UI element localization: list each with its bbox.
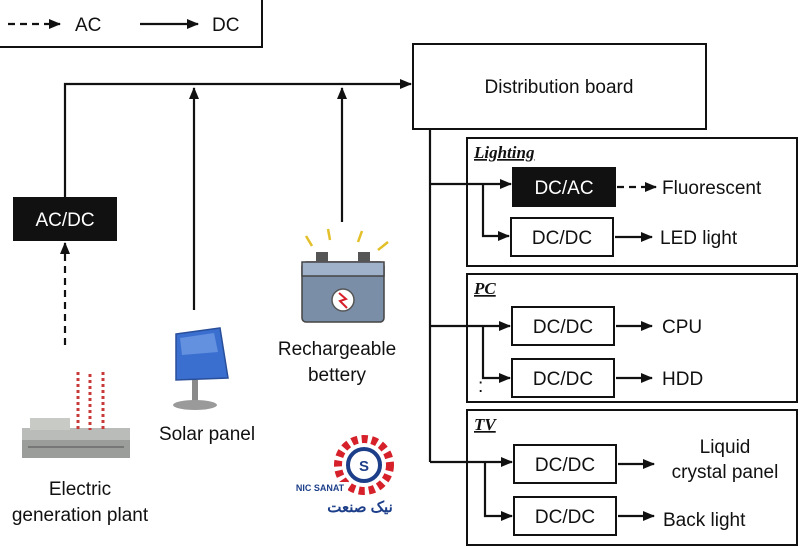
pc-group: PC DC/DC CPU DC/DC HDD : [430, 273, 798, 403]
battery-label-line1: Rechargeable [278, 339, 396, 360]
logo-latin: NIC SANAT [296, 483, 345, 493]
tv-dc-dc-converter-2 [513, 496, 617, 536]
power-plant-icon [22, 372, 130, 458]
tv-converter2-label: DC/DC [535, 507, 595, 528]
tv-load1-label-line2: crystal panel [672, 462, 779, 483]
tv-dc-dc-converter-1 [513, 444, 617, 484]
tv-title: TV [474, 415, 497, 434]
legend: AC DC [0, 0, 263, 48]
pc-dc-dc-converter-2 [511, 358, 615, 398]
plant-label-line1: Electric [49, 479, 111, 500]
logo-persian: نیک صنعت [327, 499, 393, 516]
pc-ellipsis: : [478, 376, 483, 397]
ac-dc-converter-label: AC/DC [35, 210, 94, 231]
distribution-board-label: Distribution board [485, 77, 634, 98]
pc-converter2-label: DC/DC [533, 369, 593, 390]
lighting-converter1-label: DC/AC [534, 178, 593, 199]
battery-icon [301, 228, 389, 323]
tv-load1-label-line1: Liquid [700, 437, 751, 458]
tv-load2-label: Back light [663, 510, 746, 531]
tv-converter1-label: DC/DC [535, 455, 595, 476]
lighting-converter2-label: DC/DC [532, 228, 592, 249]
pc-dc-dc-converter-1 [511, 306, 615, 346]
legend-dc-label: DC [212, 15, 239, 36]
lighting-group: Lighting DC/AC Fluorescent DC/DC LED lig… [430, 137, 798, 267]
lighting-load2-label: LED light [660, 228, 738, 249]
lighting-title: Lighting [473, 143, 535, 162]
dc-bus-line [63, 79, 412, 198]
nic-sanat-logo: S NIC SANAT نیک صنعت [292, 435, 394, 516]
ac-dc-converter [13, 197, 117, 241]
solar-panel-label: Solar panel [159, 424, 255, 445]
legend-ac-label: AC [75, 15, 101, 36]
pc-converter1-label: DC/DC [533, 317, 593, 338]
battery-label-line2: bettery [308, 365, 367, 386]
lighting-dc-ac-converter [512, 167, 616, 207]
distribution-board-box [412, 43, 707, 130]
lighting-dc-dc-converter [510, 217, 614, 257]
lighting-load1-label: Fluorescent [662, 178, 762, 199]
svg-text:S: S [359, 458, 369, 475]
pc-load2-label: HDD [662, 369, 703, 390]
plant-label-line2: generation plant [12, 505, 149, 526]
pc-load1-label: CPU [662, 317, 702, 338]
solar-panel-icon [173, 327, 229, 410]
pc-title: PC [473, 279, 496, 298]
tv-group: TV DC/DC Liquid crystal panel DC/DC Back… [430, 409, 798, 546]
